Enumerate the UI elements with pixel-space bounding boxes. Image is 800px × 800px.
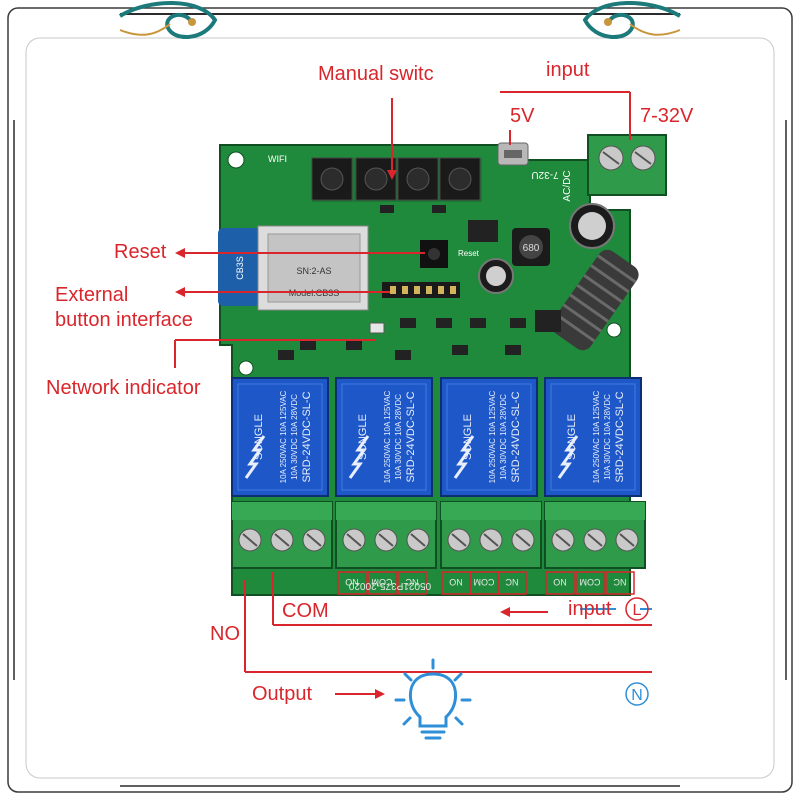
network-indicator-label: Network indicator (46, 377, 201, 399)
svg-text:NO: NO (553, 577, 567, 587)
svg-text:NC: NC (505, 577, 518, 587)
svg-text:NC: NC (405, 577, 418, 587)
header-pin (426, 286, 432, 294)
relay-rating-dc: 10A 30VDC 10A 28VDC (499, 394, 508, 480)
external-button-header (382, 282, 460, 298)
coil-antenna (551, 249, 639, 351)
driver-chip (535, 310, 561, 332)
module-code-label: CB3S (235, 256, 245, 280)
com-label: COM (282, 600, 329, 622)
relay-rating-ac: 10A 250VAC 10A 125VAC (592, 390, 601, 483)
songle-logo-icon (244, 435, 266, 479)
relay-rating-dc: 10A 30VDC 10A 28VDC (603, 394, 612, 480)
relay-model: SRD-24VDC-SL-C (405, 391, 417, 482)
svg-text:NO: NO (345, 577, 359, 587)
svg-text:NO: NO (449, 577, 463, 587)
network-led (369, 322, 385, 334)
decorative-frame (7, 7, 793, 793)
songle-logo-icon (453, 435, 475, 479)
terminal-tag: COM (575, 571, 605, 595)
external-label-line2: button interface (55, 309, 193, 331)
relay-rating-dc: 10A 30VDC 10A 28VDC (290, 394, 299, 480)
terminal-tag: NC (605, 571, 635, 595)
relay-model: SRD-24VDC-SL-C (510, 391, 522, 482)
silk-voltage-label: 7-32U (531, 169, 558, 180)
regulator-chip (468, 220, 498, 242)
svg-text:COM: COM (372, 577, 393, 587)
relay-model: SRD-24VDC-SL-C (301, 391, 313, 482)
manual-switch-row (311, 157, 482, 202)
frame-ornament-right (582, 0, 682, 40)
n-symbol-circle (625, 682, 649, 706)
relay: SONGLE SRD-24VDC-SL-C 10A 250VAC 10A 125VA… (231, 377, 329, 497)
relay-rating-ac: 10A 250VAC 10A 125VAC (488, 390, 497, 483)
relay-rating-dc: 10A 30VDC 10A 28VDC (394, 394, 403, 480)
external-label-line1: External (55, 284, 129, 306)
7-32v-label: 7-32V (640, 105, 694, 127)
relay-rating-ac: 10A 250VAC 10A 125VAC (383, 390, 392, 483)
terminal-tag: NO (545, 571, 575, 595)
svg-text:COM: COM (474, 577, 495, 587)
relay-terminal-block (544, 501, 646, 569)
manual-switch-label: Manual switc (318, 63, 434, 85)
songle-logo-icon (557, 435, 579, 479)
silk-acdc-label: AC/DC (562, 170, 573, 201)
relay-brand: SONGLE (253, 414, 265, 460)
songle-logo-icon (348, 435, 370, 479)
header-pin (438, 286, 444, 294)
arrowheads (175, 170, 510, 699)
terminal-tag: NO (337, 571, 367, 595)
relay: SONGLE SRD-24VDC-SL-C 10A 250VAC 10A 125VA… (544, 377, 642, 497)
silk-wifi-label: WIFI (268, 154, 287, 164)
svg-text:NC: NC (613, 577, 626, 587)
relay: SONGLE SRD-24VDC-SL-C 10A 250VAC 10A 125VA… (335, 377, 433, 497)
svg-text:COM: COM (580, 577, 601, 587)
l-symbol: L (633, 602, 642, 619)
terminal-tag: COM (367, 571, 397, 595)
frame-ornament-left (118, 0, 218, 40)
header-pin (450, 286, 456, 294)
header-pin (414, 286, 420, 294)
tactile-switch (355, 157, 397, 201)
relay-terminal-block (440, 501, 542, 569)
5v-label: 5V (510, 105, 535, 127)
output-label: Output (252, 683, 313, 705)
wifi-module (218, 225, 369, 311)
input-label-bottom: input (568, 598, 612, 620)
relay-model: SRD-24VDC-SL-C (614, 391, 626, 482)
relay-rating-ac: 10A 250VAC 10A 125VAC (279, 390, 288, 483)
tactile-switch (311, 157, 353, 201)
terminal-tag: NC (397, 571, 427, 595)
relay-terminal-block (335, 501, 437, 569)
silk-reset-label: Reset (458, 249, 480, 258)
tactile-switch (397, 157, 439, 201)
header-pin (390, 286, 396, 294)
lightbulb-icon (394, 658, 472, 740)
relay-brand: SONGLE (566, 414, 578, 460)
input-label-top: input (546, 59, 590, 81)
smd-components (278, 205, 526, 360)
relay: SONGLE SRD-24VDC-SL-C 10A 250VAC 10A 125VA… (440, 377, 538, 497)
n-symbol: N (631, 687, 643, 704)
relay-terminal-block (231, 501, 333, 569)
board-code-label: 05021P375-20020 (348, 580, 431, 591)
module-serial-label: SN:2-AS (296, 266, 331, 276)
relay-brand: SONGLE (357, 414, 369, 460)
inductor-label: 680 (523, 243, 540, 254)
annotation-pointers (174, 91, 652, 695)
power-terminal (587, 134, 667, 196)
header-pin (402, 286, 408, 294)
l-symbol-circle (625, 597, 649, 621)
terminal-tag: NC (497, 571, 527, 595)
relay-brand: SONGLE (462, 414, 474, 460)
no-label: NO (210, 623, 240, 645)
tactile-switch (439, 157, 481, 201)
reset-label: Reset (114, 241, 167, 263)
